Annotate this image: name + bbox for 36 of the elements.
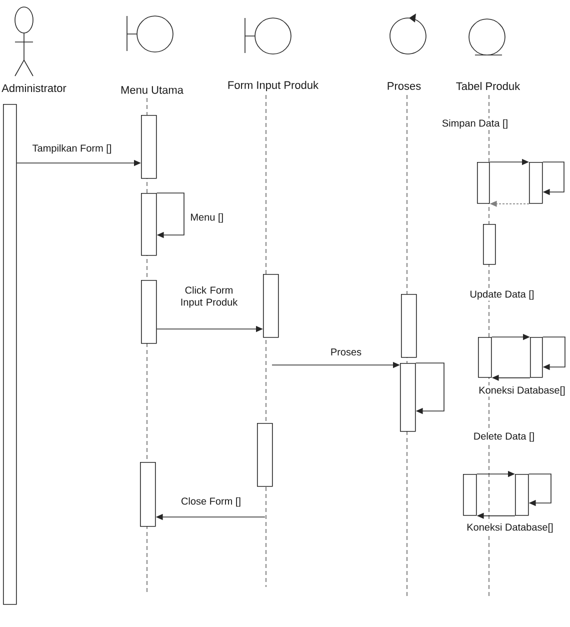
activation-bar bbox=[483, 224, 496, 265]
participant-name: Tabel Produk bbox=[456, 82, 520, 90]
activation-bar bbox=[257, 423, 273, 487]
self-message-arrow bbox=[156, 192, 184, 238]
self-message-arrow bbox=[542, 162, 564, 196]
participant-name: Menu Utama bbox=[121, 86, 184, 94]
self-message-arrow bbox=[542, 336, 566, 370]
self-message-arrow bbox=[528, 474, 552, 506]
message-label: Proses bbox=[329, 348, 363, 356]
message-label: Tampilkan Form [] bbox=[31, 143, 113, 155]
message-label: Simpan Data [] bbox=[440, 118, 510, 130]
activation-bar bbox=[515, 474, 529, 516]
self-message-arrow bbox=[415, 362, 444, 414]
message-label: Koneksi Database[] bbox=[466, 522, 554, 534]
activation-bar bbox=[141, 193, 157, 256]
activation-bar bbox=[478, 337, 492, 378]
message-label: Close Form [] bbox=[180, 496, 242, 508]
activation-bar bbox=[400, 363, 416, 432]
participant-name: Proses bbox=[388, 82, 421, 90]
activation-bar bbox=[140, 462, 156, 527]
activation-bar bbox=[141, 115, 157, 179]
activation-bar bbox=[401, 294, 417, 358]
activation-bar bbox=[141, 280, 157, 344]
activation-bar bbox=[3, 104, 17, 605]
participant-name: Administrator bbox=[2, 84, 66, 92]
activation-bar bbox=[530, 337, 543, 378]
activation-bar bbox=[477, 162, 490, 204]
activation-bar bbox=[529, 162, 543, 204]
message-label: Menu [] bbox=[189, 212, 225, 224]
activation-bar bbox=[263, 274, 279, 338]
message-label: Delete Data [] bbox=[472, 431, 536, 443]
message-label: Update Data [] bbox=[468, 289, 536, 301]
activation-bar bbox=[463, 474, 477, 516]
message-label: Koneksi Database[] bbox=[478, 385, 566, 397]
participant-name: Form Input Produk bbox=[228, 80, 319, 92]
message-label: Click Form Input Produk bbox=[181, 286, 238, 308]
